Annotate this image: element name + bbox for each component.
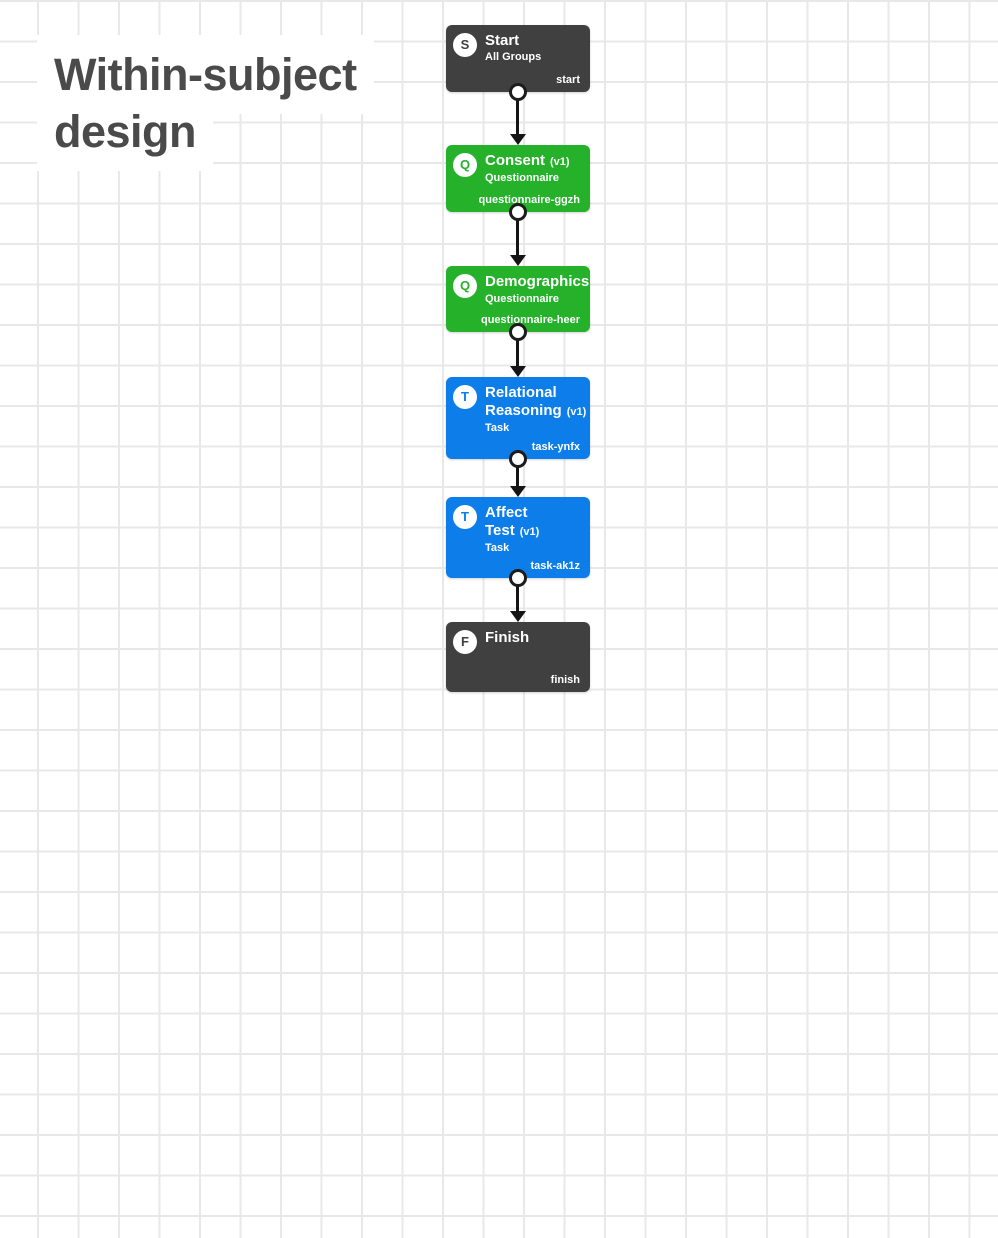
arrow-down-icon bbox=[510, 611, 526, 622]
node-subtitle: Questionnaire bbox=[485, 293, 559, 305]
node-finish-header: F Finish bbox=[446, 622, 590, 654]
node-code: task-ak1z bbox=[530, 560, 580, 572]
node-subtitle: Task bbox=[485, 542, 510, 554]
arrow-down-icon bbox=[510, 486, 526, 497]
task-icon: T bbox=[453, 385, 477, 409]
version-badge: (v1) bbox=[519, 526, 540, 538]
node-start[interactable]: S Start All Groups start bbox=[446, 25, 590, 92]
arrow-down-icon bbox=[510, 255, 526, 266]
start-icon: S bbox=[453, 33, 477, 57]
connector-line bbox=[516, 220, 519, 255]
node-start-header: S Start All Groups bbox=[446, 25, 590, 63]
arrow-down-icon bbox=[510, 366, 526, 377]
node-demographics-header: Q Demographics(v1) Questionnaire bbox=[446, 266, 590, 305]
design-title-label: Within-subject design bbox=[37, 35, 477, 171]
connector-line bbox=[516, 586, 519, 611]
node-output-port[interactable] bbox=[509, 323, 527, 341]
node-code: questionnaire-heer bbox=[480, 314, 580, 326]
node-code: finish bbox=[550, 674, 580, 686]
node-title: Consent(v1) bbox=[485, 152, 570, 169]
node-code: start bbox=[556, 74, 580, 86]
connector-line bbox=[516, 100, 519, 134]
node-output-port[interactable] bbox=[509, 569, 527, 587]
node-title: Demographics(v1) bbox=[485, 273, 590, 290]
arrow-down-icon bbox=[510, 134, 526, 145]
node-consent-header: Q Consent(v1) Questionnaire bbox=[446, 145, 590, 184]
node-demographics[interactable]: Q Demographics(v1) Questionnaire questio… bbox=[446, 266, 590, 332]
task-icon: T bbox=[453, 505, 477, 529]
node-title: Finish bbox=[485, 629, 530, 646]
node-code: task-ynfx bbox=[531, 441, 580, 453]
node-output-port[interactable] bbox=[509, 203, 527, 221]
questionnaire-icon: Q bbox=[453, 274, 477, 298]
node-finish[interactable]: F Finish finish bbox=[446, 622, 590, 692]
node-title: Start bbox=[485, 32, 520, 49]
node-output-port[interactable] bbox=[509, 450, 527, 468]
connector-line bbox=[516, 340, 519, 366]
version-badge: (v1) bbox=[550, 156, 570, 168]
finish-icon: F bbox=[453, 630, 477, 654]
node-subtitle: Questionnaire bbox=[485, 172, 559, 184]
questionnaire-icon: Q bbox=[453, 153, 477, 177]
node-subtitle: Task bbox=[485, 422, 510, 434]
node-code: questionnaire-ggzh bbox=[478, 194, 580, 206]
node-output-port[interactable] bbox=[509, 83, 527, 101]
node-consent[interactable]: Q Consent(v1) Questionnaire questionnair… bbox=[446, 145, 590, 212]
design-title-text: Within-subject design bbox=[37, 35, 374, 171]
version-badge: (v1) bbox=[566, 406, 587, 418]
node-subtitle: All Groups bbox=[485, 51, 542, 63]
connector-line bbox=[516, 467, 519, 486]
